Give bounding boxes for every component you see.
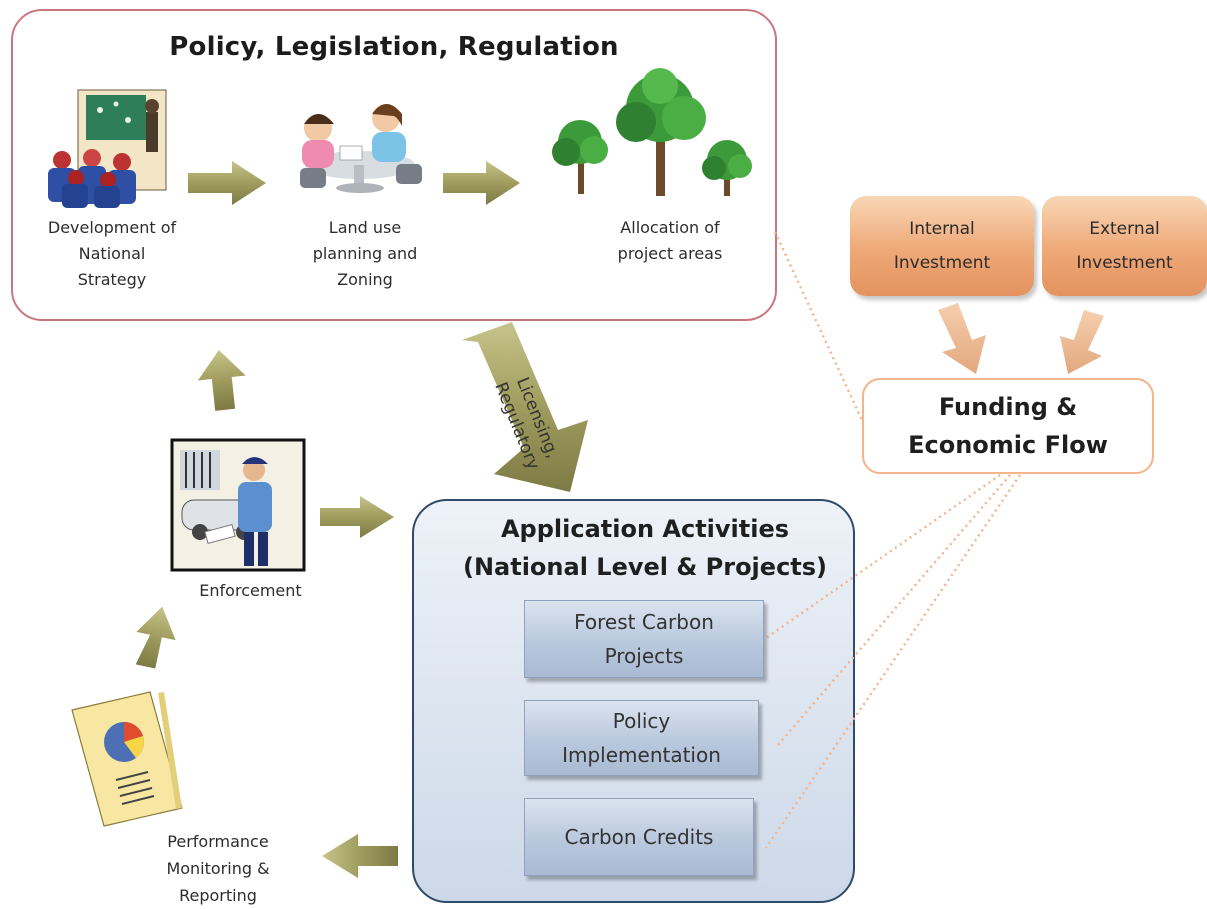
step-strategy-line-1: Development of bbox=[47, 218, 177, 237]
planning-people-icon bbox=[300, 104, 422, 193]
activity-policy-line-2: Implementation bbox=[562, 743, 721, 767]
application-title-line-1: Application Activities bbox=[500, 515, 790, 543]
external-investment-line-2: Investment bbox=[1076, 253, 1173, 273]
activity-carbon-credits-line-1: Carbon Credits bbox=[564, 825, 714, 849]
step-allocation-line-1: Allocation of bbox=[620, 218, 720, 237]
enforcement-label: Enforcement bbox=[199, 581, 302, 600]
step-allocation-label: Allocation of project areas bbox=[585, 215, 755, 267]
policy-title: Policy, Legislation, Regulation bbox=[169, 32, 619, 62]
step-planning-line-2: planning and bbox=[312, 244, 418, 263]
internal-investment-line-2: Investment bbox=[893, 253, 991, 273]
activity-forest-carbon-line-1: Forest Carbon bbox=[574, 610, 714, 634]
internal-investment-line-1: Internal bbox=[909, 219, 975, 239]
step-strategy-line-2: National bbox=[78, 244, 146, 263]
activity-carbon-credits: Carbon Credits bbox=[524, 798, 754, 876]
activity-forest-carbon: Forest Carbon Projects bbox=[524, 600, 764, 678]
activity-policy-line-1: Policy bbox=[612, 709, 671, 733]
arrow-external-to-funding bbox=[1060, 310, 1104, 374]
report-chart-icon bbox=[71, 691, 183, 827]
arrow-strategy-to-planning bbox=[188, 161, 266, 205]
step-allocation-line-2: project areas bbox=[617, 244, 723, 263]
trees-icon bbox=[552, 68, 752, 196]
step-strategy-label: Development of National Strategy bbox=[22, 215, 202, 293]
funding-box: Funding & Economic Flow bbox=[862, 378, 1154, 474]
step-strategy-line-3: Strategy bbox=[77, 270, 147, 289]
internal-investment-box: Internal Investment bbox=[850, 196, 1034, 296]
funding-line-2: Economic Flow bbox=[908, 431, 1108, 459]
funding-line-1: Funding & bbox=[938, 393, 1078, 421]
strategy-meeting-icon bbox=[48, 89, 167, 208]
monitoring-line-2: Monitoring & bbox=[166, 859, 270, 878]
arrow-planning-to-allocation bbox=[443, 161, 520, 205]
arrow-enforcement-to-application bbox=[320, 496, 394, 538]
application-title: Application Activities (National Level &… bbox=[440, 510, 850, 586]
connector-allocation-funding bbox=[773, 231, 864, 421]
monitoring-line-1: Performance bbox=[167, 832, 269, 851]
step-planning-line-3: Zoning bbox=[337, 270, 393, 289]
arrow-enforcement-to-policy bbox=[197, 350, 246, 411]
step-planning-label: Land use planning and Zoning bbox=[285, 215, 445, 293]
arrow-internal-to-funding bbox=[938, 303, 986, 374]
licensing-arrow bbox=[462, 322, 588, 492]
step-planning-line-1: Land use bbox=[328, 218, 402, 237]
monitoring-label: Performance Monitoring & Reporting bbox=[128, 828, 308, 909]
external-investment-box: External Investment bbox=[1042, 196, 1207, 296]
monitoring-line-3: Reporting bbox=[179, 886, 257, 905]
arrow-application-to-monitoring bbox=[322, 834, 398, 878]
application-title-line-2: (National Level & Projects) bbox=[462, 553, 828, 581]
activity-policy-implementation: Policy Implementation bbox=[524, 700, 759, 776]
activity-forest-carbon-line-2: Projects bbox=[604, 644, 684, 668]
enforcement-officer-icon bbox=[170, 438, 306, 572]
arrow-monitoring-to-enforcement bbox=[135, 606, 176, 669]
external-investment-line-1: External bbox=[1089, 219, 1160, 239]
dotted-connectors bbox=[764, 231, 1022, 849]
